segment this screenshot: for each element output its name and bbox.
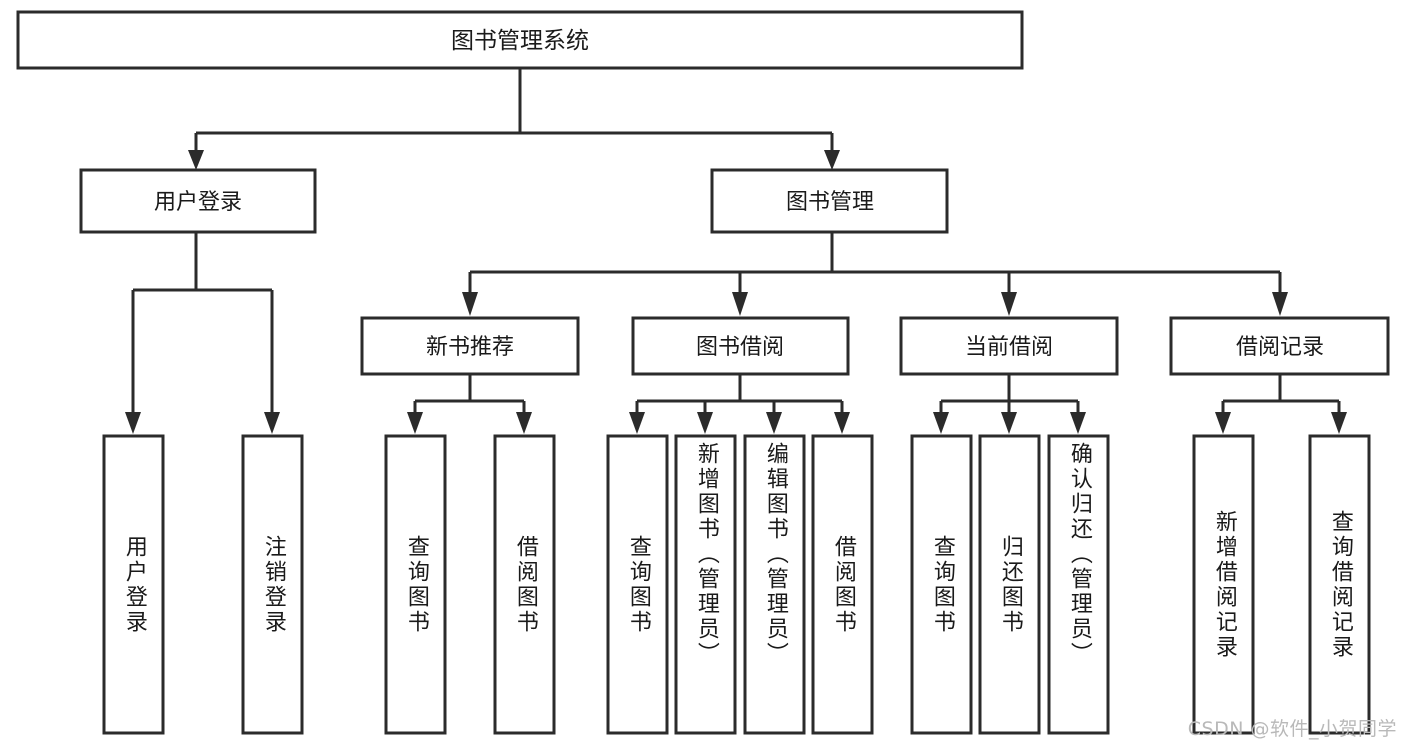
arrow-head-book-borrow (732, 292, 748, 316)
node-new-book-recommend-label: 新书推荐 (426, 335, 514, 360)
leaf-box-query-book-2[interactable] (606, 434, 669, 735)
arrow-head-leaf-query-book-1 (407, 412, 423, 434)
node-current-borrow-label: 当前借阅 (965, 335, 1053, 360)
connector-group-borrow-record-to-leaves (1215, 374, 1347, 434)
connector-group-book-management-to-level3 (462, 232, 1288, 316)
leaf-box-query-book-3[interactable] (910, 434, 973, 735)
node-root-label: 图书管理系统 (451, 28, 589, 54)
connector-group-book-borrow-to-leaves (629, 374, 850, 434)
arrow-head-leaf-query-book-2 (629, 412, 645, 434)
leaf-box-borrow-book-2[interactable] (811, 434, 874, 735)
node-borrow-record-box[interactable] (1169, 316, 1390, 376)
arrow-head-leaf-edit-book (766, 412, 782, 434)
connector-group-user-login-to-leaves (125, 232, 280, 434)
node-book-borrow-box[interactable] (631, 316, 850, 376)
node-book-management-label: 图书管理 (786, 190, 874, 215)
node-book-borrow-label: 图书借阅 (696, 335, 784, 360)
arrow-head-leaf-confirm-return (1070, 412, 1086, 434)
connector-group-current-borrow-to-leaves (933, 374, 1086, 434)
connector-group-new-book-to-leaves (407, 374, 532, 434)
leaf-box-confirm-return[interactable] (1047, 434, 1110, 735)
node-current-borrow-box[interactable] (899, 316, 1119, 376)
leaf-box-user-login[interactable] (102, 434, 165, 735)
arrow-head-leaf-return-book (1001, 412, 1017, 434)
leaf-box-logout-login[interactable] (241, 434, 304, 735)
leaf-box-return-book[interactable] (978, 434, 1041, 735)
node-user-login-label: 用户登录 (154, 190, 242, 215)
arrow-head-new-book-recommend (462, 292, 478, 316)
leaf-box-query-record[interactable] (1308, 434, 1371, 735)
arrow-head-current-borrow (1001, 292, 1017, 316)
leaf-box-add-record[interactable] (1192, 434, 1255, 735)
node-borrow-record-label: 借阅记录 (1236, 335, 1324, 360)
arrow-head-borrow-record (1272, 292, 1288, 316)
watermark-text: CSDN @软件_小贺同学 (1187, 718, 1397, 740)
leaf-box-add-book[interactable] (674, 434, 737, 735)
arrow-head-user-login (188, 150, 204, 170)
arrow-head-leaf-user-login (125, 412, 141, 434)
node-new-book-recommend-box[interactable] (360, 316, 580, 376)
node-user-login-box[interactable] (79, 168, 317, 234)
arrow-head-leaf-add-record (1215, 412, 1231, 434)
leaf-box-query-book-1[interactable] (384, 434, 447, 735)
leaf-box-edit-book[interactable] (743, 434, 806, 735)
arrow-head-leaf-borrow-book-2 (834, 412, 850, 434)
arrow-head-leaf-logout-login (264, 412, 280, 434)
arrow-head-leaf-borrow-book-1 (516, 412, 532, 434)
node-book-management-box[interactable] (710, 168, 949, 234)
arrow-head-leaf-add-book (697, 412, 713, 434)
node-root-box[interactable] (16, 10, 1024, 70)
connector-group-root-to-level2 (188, 68, 840, 170)
arrow-head-book-management (824, 150, 840, 170)
leaf-box-borrow-book-1[interactable] (493, 434, 556, 735)
arrow-head-leaf-query-record (1331, 412, 1347, 434)
arrow-head-leaf-query-book-3 (933, 412, 949, 434)
